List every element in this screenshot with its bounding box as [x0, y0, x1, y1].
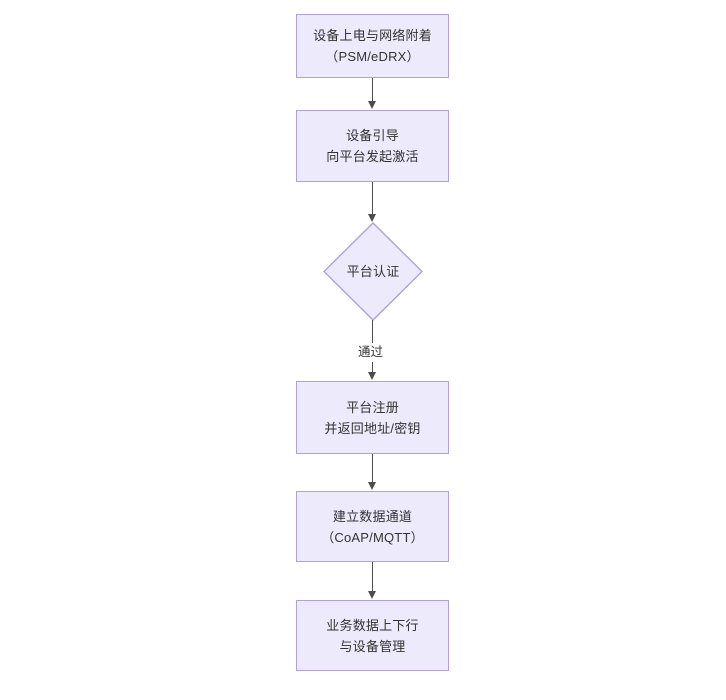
edge-power-on-to-bootstrap	[372, 78, 374, 102]
node-bootstrap-line-2: 向平台发起激活	[326, 149, 419, 164]
edge-power-on-to-bootstrap-arrowhead	[368, 101, 376, 109]
node-bootstrap-line-1: 设备引导	[346, 128, 399, 143]
edge-bootstrap-to-platform-auth	[372, 182, 374, 215]
node-bootstrap[interactable]: 设备引导 向平台发起激活	[296, 110, 449, 182]
node-power-on-line-1: 设备上电与网络附着	[313, 28, 432, 43]
edge-data-channel-to-service-data	[372, 562, 374, 592]
node-service-data[interactable]: 业务数据上下行 与设备管理	[296, 600, 449, 671]
edge-register-to-data-channel-arrowhead	[368, 482, 376, 490]
node-platform-auth-label: 平台认证	[346, 264, 400, 279]
node-platform-register-line-1: 平台注册	[346, 399, 399, 415]
node-platform-auth[interactable]: 平台认证	[323, 222, 423, 321]
node-platform-register[interactable]: 平台注册 并返回地址/密钥	[296, 381, 449, 454]
edge-label-pass: 通过	[355, 343, 387, 362]
node-data-channel[interactable]: 建立数据通道 （CoAP/MQTT）	[296, 491, 449, 562]
edge-register-to-data-channel	[372, 454, 374, 483]
node-service-data-line-1: 业务数据上下行	[326, 617, 419, 633]
node-data-channel-line-2: （CoAP/MQTT）	[321, 529, 424, 545]
edge-platform-auth-to-register-arrowhead	[368, 372, 376, 380]
node-data-channel-line-1: 建立数据通道	[332, 508, 413, 524]
edge-bootstrap-to-platform-auth-arrowhead	[368, 214, 376, 222]
node-service-data-line-2: 与设备管理	[339, 638, 406, 654]
node-power-on-line-2: （PSM/eDRX）	[325, 49, 420, 64]
node-power-on[interactable]: 设备上电与网络附着 （PSM/eDRX）	[296, 14, 449, 78]
node-platform-register-line-2: 并返回地址/密钥	[324, 420, 421, 436]
edge-data-channel-to-service-data-arrowhead	[368, 591, 376, 599]
